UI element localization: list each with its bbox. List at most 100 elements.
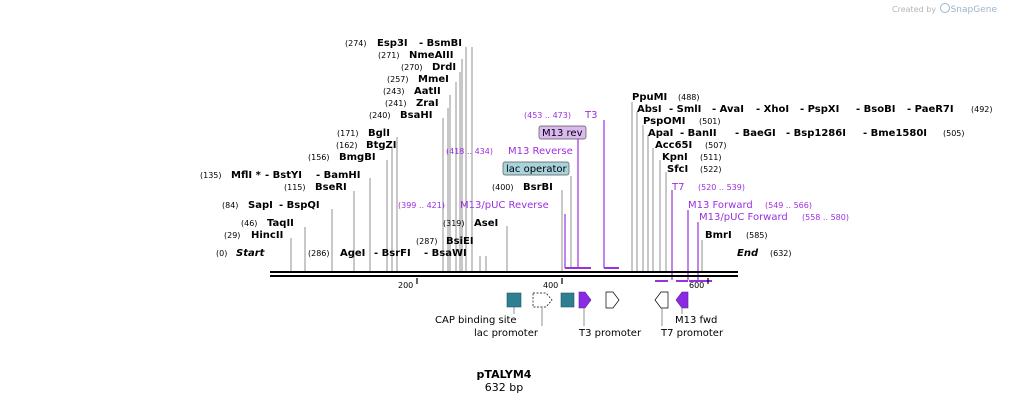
bseri-pos: (115) — [284, 183, 306, 192]
bsahi-name: BsaHI — [400, 110, 432, 121]
bmgbi-pos: (156) — [308, 153, 330, 162]
mfli-name: MflI * — [231, 170, 262, 181]
feature-leaders — [513, 307, 683, 326]
pspomi-pos: (501) — [699, 117, 721, 126]
ruler-tick-400: 400 — [543, 281, 558, 290]
sapi-name: SapI — [248, 200, 273, 211]
bsobi-name: - BsoBI — [856, 104, 895, 115]
pspxi-name: - PspXI — [800, 104, 839, 115]
mmei-name: MmeI — [418, 74, 449, 85]
m13-forward-name: M13 Forward — [688, 200, 753, 211]
start-pos: (0) — [216, 249, 227, 258]
nmeaiii-pos: (271) — [378, 51, 400, 60]
aatii-name: AatII — [414, 86, 441, 97]
drdi-pos: (270) — [401, 63, 423, 72]
esp3i-name: Esp3I — [377, 38, 408, 49]
acc65i-name: Acc65I — [655, 140, 692, 151]
zrai-name: ZraI — [416, 98, 439, 109]
asei-pos: (319) — [443, 219, 465, 228]
t7-name: T7 — [671, 182, 684, 193]
snapgene-logo-icon — [939, 3, 950, 13]
ruler: 200 400 600 — [398, 278, 709, 290]
snapgene-credit: Created by SnapGene — [892, 3, 997, 15]
ppumi-name: PpuMI — [632, 92, 667, 103]
m13-puc-forward-name: M13/pUC Forward — [699, 212, 788, 223]
t7-range: (520 .. 539) — [698, 183, 745, 192]
backbone — [270, 271, 738, 277]
bsrbi-pos: (400) — [492, 183, 514, 192]
asei-name: AseI — [474, 218, 498, 229]
pspomi-name: PspOMI — [643, 116, 685, 127]
esp3i-pos: (274) — [345, 39, 367, 48]
start-label: Start — [236, 248, 266, 259]
bsp1286i-name: - Bsp1286I — [786, 128, 846, 139]
lac-promoter-feature — [532, 292, 553, 308]
hincii-name: HincII — [251, 230, 283, 241]
m13-fwd-feature — [675, 291, 689, 309]
bamhi-name: - BamHI — [316, 170, 361, 181]
kpni-name: KpnI — [662, 152, 688, 163]
bsiei-pos: (287) — [416, 237, 438, 246]
avai-name: - AvaI — [712, 104, 744, 115]
bmgbi-name: BmgBI — [339, 152, 376, 163]
features — [506, 291, 689, 309]
t3-range: (453 .. 473) — [524, 111, 571, 120]
taqii-pos: (46) — [241, 219, 257, 228]
agei-pos: (286) — [308, 249, 330, 258]
mmei-pos: (257) — [387, 75, 409, 84]
t3-name: T3 — [584, 110, 597, 121]
btgzi-pos: (162) — [336, 141, 358, 150]
agei-name: AgeI — [340, 248, 365, 259]
absi-pos: (492) — [971, 105, 993, 114]
xhoi-name: - XhoI — [756, 104, 789, 115]
t3-promoter-feature — [605, 291, 620, 309]
bspqi-name: - BspQI — [279, 200, 320, 211]
bstyi-name: - BstYI — [265, 170, 302, 181]
ppumi-pos: (488) — [678, 93, 700, 102]
lac-promoter-label: lac promoter — [474, 328, 539, 339]
t3-promoter-label: T3 promoter — [578, 328, 642, 339]
m13-reverse-range: (418 .. 434) — [446, 147, 493, 156]
boxed-labels: M13 rev lac operator — [502, 125, 587, 176]
ruler-tick-200: 200 — [398, 281, 413, 290]
m13-puc-forward-range: (558 .. 580) — [802, 213, 849, 222]
ruler-tick-600: 600 — [689, 281, 704, 290]
bsrbi-name: BsrBI — [523, 182, 553, 193]
m13-fwd-label: M13 fwd — [675, 315, 717, 326]
kpni-pos: (511) — [700, 153, 722, 162]
plasmid-name: pTALYM4 — [476, 368, 532, 381]
bmri-pos: (585) — [746, 231, 768, 240]
zrai-pos: (241) — [385, 99, 407, 108]
m13-puc-reverse-name: M13/pUC Reverse — [460, 200, 549, 211]
bgli-name: BglI — [368, 128, 390, 139]
btgzi-name: BtgZI — [366, 140, 397, 151]
drdi-name: DrdI — [432, 62, 456, 73]
t7-promoter-feature — [654, 291, 669, 309]
cap-binding-site-feature — [506, 292, 522, 308]
banii-name: - BanII — [680, 128, 717, 139]
bsahi-pos: (240) — [369, 111, 391, 120]
t7-promoter-label: T7 promoter — [660, 328, 724, 339]
plasmid-length: 632 bp — [484, 381, 524, 394]
credit-prefix: Created by — [892, 5, 937, 14]
sfci-pos: (522) — [700, 165, 722, 174]
leader-lines — [290, 47, 703, 272]
bsmbi-name: - BsmBI — [419, 38, 462, 49]
cap-binding-site-label: CAP binding site — [435, 315, 517, 326]
m13-puc-reverse-range: (399 .. 421) — [398, 201, 445, 210]
acc65i-pos: (507) — [705, 141, 727, 150]
bgli-pos: (171) — [337, 129, 359, 138]
bsrfi-name: - BsrFI — [374, 248, 411, 259]
sapi-pos: (84) — [222, 201, 238, 210]
aatii-pos: (243) — [383, 87, 405, 96]
bme1580i-name: - Bme1580I — [863, 128, 927, 139]
m13-rev-feature — [578, 291, 592, 309]
absi-name: AbsI — [637, 104, 662, 115]
apai-pos: (505) — [943, 129, 965, 138]
primer-lines — [564, 120, 699, 280]
bsiei-name: BsiEI — [446, 236, 474, 247]
smli-name: - SmlI — [669, 104, 701, 115]
credit-brand: SnapGene — [950, 5, 997, 15]
bseri-name: BseRI — [315, 182, 347, 193]
